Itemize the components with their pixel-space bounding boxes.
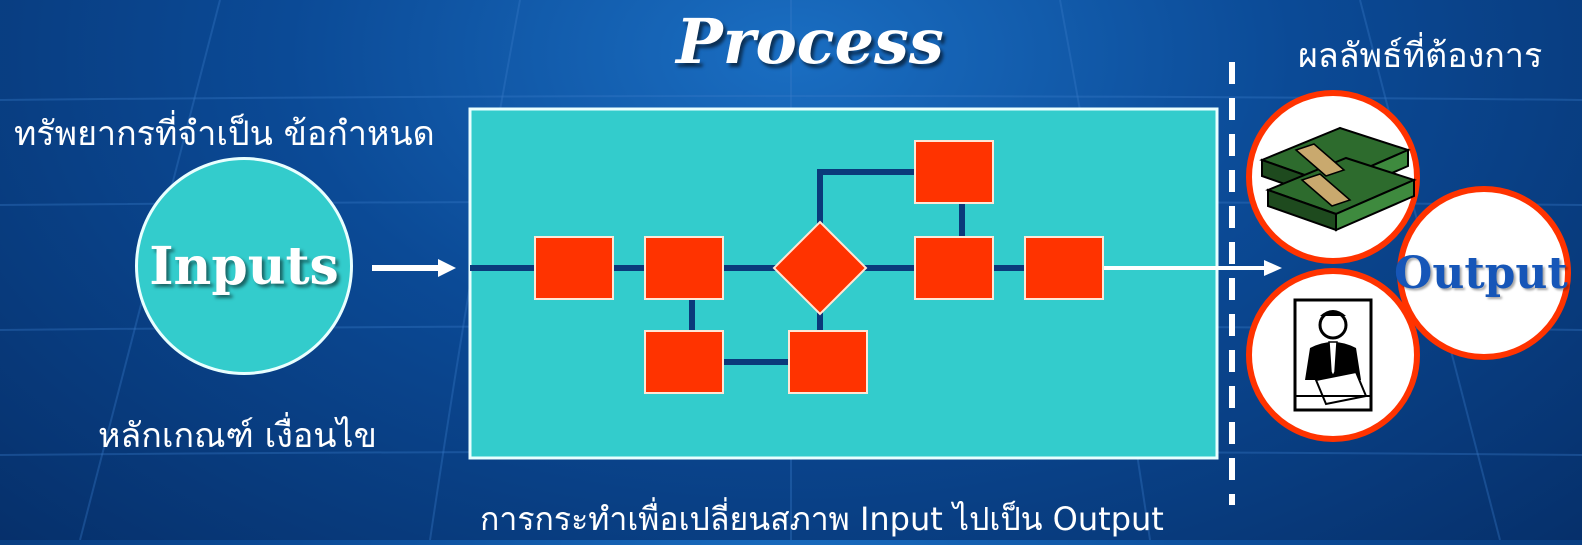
step-top	[914, 140, 994, 204]
step-2	[644, 236, 724, 300]
step-bottom-right	[788, 330, 868, 394]
step-1	[534, 236, 614, 300]
step-bottom-left	[644, 330, 724, 394]
input-arrow	[372, 259, 456, 277]
criteria-label: หลักเกณฑ์ เงื่อนไข	[98, 416, 377, 456]
inputs-label: Inputs	[149, 235, 339, 297]
step-4	[914, 236, 994, 300]
output-arrow	[1104, 260, 1282, 276]
resources-label: ทรัพยากรที่จำเป็น ข้อกำหนด	[14, 114, 435, 154]
money-stack-icon	[1259, 126, 1417, 232]
step-5	[1024, 236, 1104, 300]
transformation-label: การกระทำเพื่อเปลี่ยนสภาพ Input ไปเป็น Ou…	[480, 500, 1164, 538]
inputs-circle: Inputs	[135, 157, 353, 375]
flow-connectors	[470, 169, 1026, 365]
output-ring-large	[1397, 186, 1571, 360]
decision-diamond	[772, 220, 868, 316]
desired-result-label: ผลลัพธ์ที่ต้องการ	[1298, 36, 1543, 76]
process-title: Process	[676, 5, 944, 78]
businessman-paying-icon	[1293, 298, 1373, 412]
output-label: Output	[1394, 248, 1568, 299]
